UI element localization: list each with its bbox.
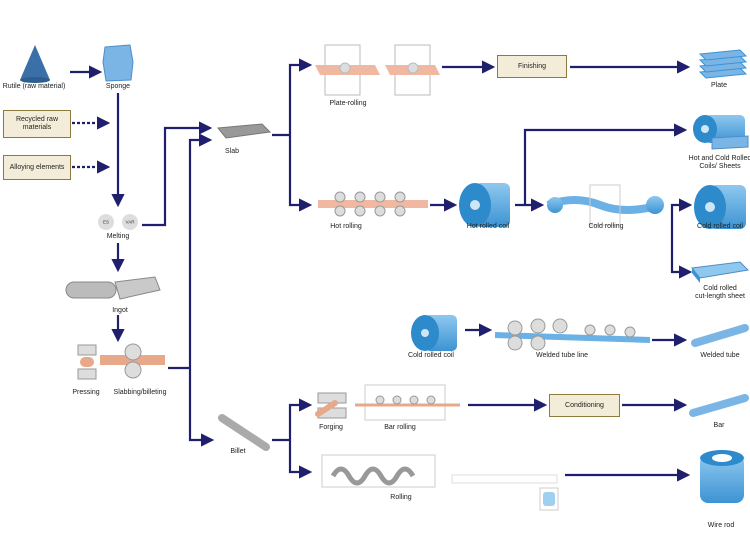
cold-rolled-coil-2-icon [411,315,457,351]
billet-icon [218,414,270,451]
slabbing-icon [100,343,165,379]
plate-label: Plate [711,82,727,89]
hot-rolling-label: Hot rolling [330,223,362,230]
forging-label: Forging [319,424,343,431]
welded-tube-label: Welded tube [700,352,740,359]
melting-label: Melting [106,233,130,240]
coils-sheets-label-2: Coils/ Sheets [699,163,741,170]
cut-sheet-label-2: cut-length sheet [695,293,745,300]
rutile-icon [20,45,50,83]
slab-icon [217,123,272,139]
plate-rolling-label: Plate-rolling [329,100,367,107]
bar-rolling-icon [355,384,460,421]
ingot-label: Ingot [112,307,128,314]
melting-icons [98,214,138,230]
slab-label: Slab [224,148,240,155]
arrow-to-coils-sheets [523,123,688,205]
slabbing-label: Slabbing/billeting [113,389,167,396]
alloying-elements-box: Alloying elements [3,155,71,180]
coils-sheets-icon [693,115,749,150]
wire-rod-icon [700,450,744,503]
hot-rolled-coil-icon [459,183,510,227]
flow-arrows [70,58,693,482]
var-tag: VAR [125,219,135,225]
es-tag: ES [102,219,110,225]
welded-tube-line-icon [494,318,651,351]
cold-rolled-coil-icon [694,185,746,229]
rolling-icon [321,454,559,511]
welded-tube-icon [691,324,749,347]
cold-rolled-coil-label: Cold rolled coil [697,223,743,230]
pressing-label: Pressing [72,389,100,396]
ingot-icon [65,276,161,300]
sponge-label: Sponge [105,83,131,90]
rutile-label: Rutile (raw material) [2,83,66,90]
cold-rolling-label: Cold rolling [588,223,624,230]
line-slab-split [288,63,308,207]
forging-icon [315,392,347,419]
wire-rod-label: Wire rod [707,522,735,529]
bar-icon [689,394,749,417]
bar-rolling-label: Bar rolling [384,424,416,431]
finishing-box: Finishing [497,55,567,78]
bar-label: Bar [713,422,725,429]
pressing-icon [77,344,97,380]
coils-sheets-label-1: Hot and Cold Rolled [688,155,750,162]
plate-rolling-icon [315,44,440,96]
line-slabbing-split [188,138,210,442]
hot-rolling-icon [318,191,428,217]
recycled-raw-materials-box: Recycled raw materials [3,110,71,138]
billet-label: Billet [230,448,246,455]
plate-icon [698,49,748,79]
cut-sheet-label-1: Cold rolled [703,285,737,292]
cut-length-sheet-icon [691,261,750,283]
sponge-icon [102,44,134,82]
cold-rolling-icon [546,184,664,226]
line-cold-split [670,203,690,274]
rolling-label: Rolling [390,494,412,501]
welded-tube-line-label: Welded tube line [535,352,589,359]
hot-rolled-coil-label: Hot rolled coil [466,223,510,230]
cold-rolled-coil-2-label: Cold rolled coil [408,352,454,359]
line-billet-split [288,403,308,474]
conditioning-box: Conditioning [549,394,620,417]
arrow-melting-slab [142,121,213,227]
